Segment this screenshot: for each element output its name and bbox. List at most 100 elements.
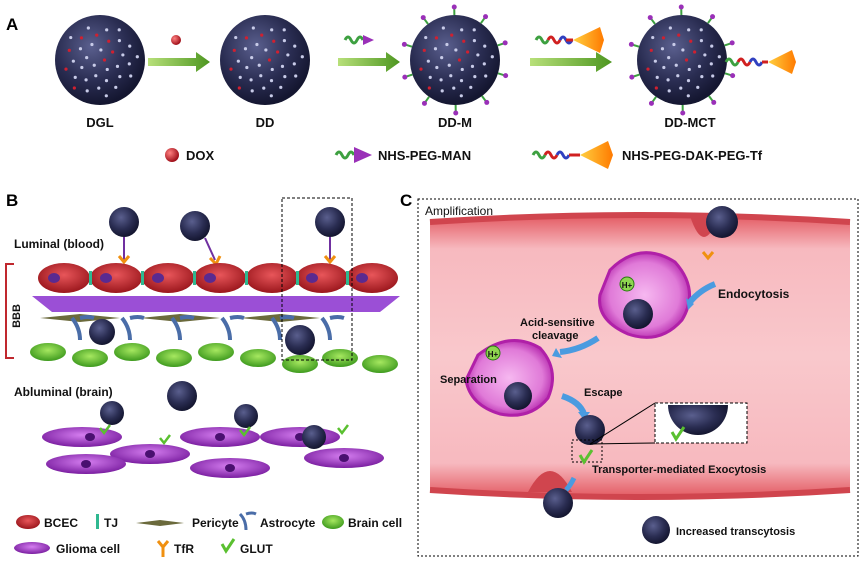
bcec-row [38, 263, 398, 293]
escape-arrowhead [578, 412, 590, 420]
legend-tf: NHS-PEG-DAK-PEG-Tf [622, 148, 763, 163]
man-tip [711, 99, 717, 105]
np-entering [701, 206, 738, 261]
man-tip [680, 110, 686, 116]
man-tip [502, 40, 508, 46]
surface-dot [428, 75, 432, 79]
surface-dot [677, 33, 681, 37]
surface-dot [672, 42, 676, 47]
bbb-label: BBB [11, 304, 23, 328]
endosome-2 [464, 338, 554, 417]
surface-dot [472, 28, 476, 32]
surface-dot [232, 48, 236, 52]
exit-arrow [564, 476, 577, 492]
surface-dot [697, 64, 702, 68]
legend-bcec: BCEC [44, 516, 78, 530]
surface-dot [86, 26, 90, 30]
surface-dot [64, 67, 68, 71]
surface-dot [440, 56, 444, 60]
man-tip [451, 4, 457, 10]
vessel-wall-bottom [429, 487, 851, 500]
surface-dot [237, 86, 241, 90]
surface-dot [127, 62, 131, 66]
surface-dot [440, 89, 444, 93]
tj-legend-icon [96, 514, 99, 529]
surface-dot [422, 48, 426, 52]
man-tip [729, 40, 735, 46]
surface-dot [482, 62, 486, 66]
acid-label-2: cleavage [532, 330, 578, 342]
surface-dot [667, 89, 671, 93]
surface-dot [427, 86, 431, 90]
dox-icon [171, 35, 181, 45]
surface-dot [85, 56, 89, 60]
surface-dot [270, 28, 274, 32]
surface-dot [111, 50, 115, 54]
man-tip [483, 14, 489, 20]
man-tip [401, 41, 407, 47]
surface-dot [460, 67, 464, 72]
surface-dot [71, 59, 75, 63]
surface-dot [99, 48, 103, 52]
surface-dot [269, 94, 273, 98]
man-tip [628, 41, 634, 47]
surface-dot [703, 53, 707, 57]
legend-brain-cell: Brain cell [348, 516, 402, 530]
surface-dot [686, 79, 691, 83]
tf-linker-icon [534, 27, 604, 53]
np-crossing [89, 319, 315, 355]
panel-b-letter: B [6, 191, 18, 210]
surface-dot [293, 44, 297, 48]
surface-dot [272, 39, 276, 43]
zoom-source-box [571, 439, 603, 463]
surface-dot [250, 89, 254, 93]
surface-dot [662, 65, 666, 70]
glut-legend-icon [220, 538, 236, 554]
surface-dot [447, 63, 451, 67]
surface-dot [651, 35, 655, 40]
surface-dot [250, 56, 254, 60]
surface-dot [717, 55, 721, 59]
legend-dox: DOX [186, 148, 215, 163]
surface-dot [693, 50, 697, 54]
surface-dot [483, 44, 487, 48]
man-linker-icon [343, 35, 374, 45]
surface-dot [84, 78, 88, 82]
surface-dot [92, 63, 96, 67]
surface-dot [85, 89, 89, 93]
surface-dot [426, 59, 430, 63]
surface-dot [454, 48, 458, 52]
surface-dot [264, 48, 268, 52]
surface-dot [276, 50, 280, 54]
surface-dot [473, 75, 477, 79]
np-glioma [99, 401, 349, 449]
surface-dot [269, 79, 274, 83]
surface-dot [457, 58, 462, 62]
man-tip [503, 73, 509, 79]
astrocyte-row [40, 314, 345, 341]
zoom-box-b [281, 197, 353, 361]
proton-badge-1: H+ [622, 281, 633, 290]
surface-dot [679, 86, 683, 90]
surface-dot [460, 28, 464, 32]
tfr-legend-icon [156, 540, 170, 557]
surface-dot [424, 35, 428, 40]
escape-label: Escape [584, 387, 623, 399]
surface-dot [469, 85, 473, 89]
surface-dot [686, 94, 690, 98]
surface-dot [117, 28, 121, 32]
glut-exocytosis [578, 449, 594, 465]
surface-dot [661, 36, 666, 40]
surface-dot [73, 75, 77, 79]
surface-dot [709, 62, 713, 66]
surface-dot [684, 58, 689, 62]
stage-label-dd-mct: DD-MCT [664, 115, 715, 130]
np-free-1 [167, 381, 197, 411]
surface-dot [129, 74, 133, 78]
surface-dot [462, 39, 466, 43]
man-tip [420, 15, 426, 21]
endocytosis-arrow [687, 281, 717, 304]
surface-dot [699, 39, 703, 43]
surface-dot [292, 62, 296, 66]
np-escaped [575, 415, 605, 445]
